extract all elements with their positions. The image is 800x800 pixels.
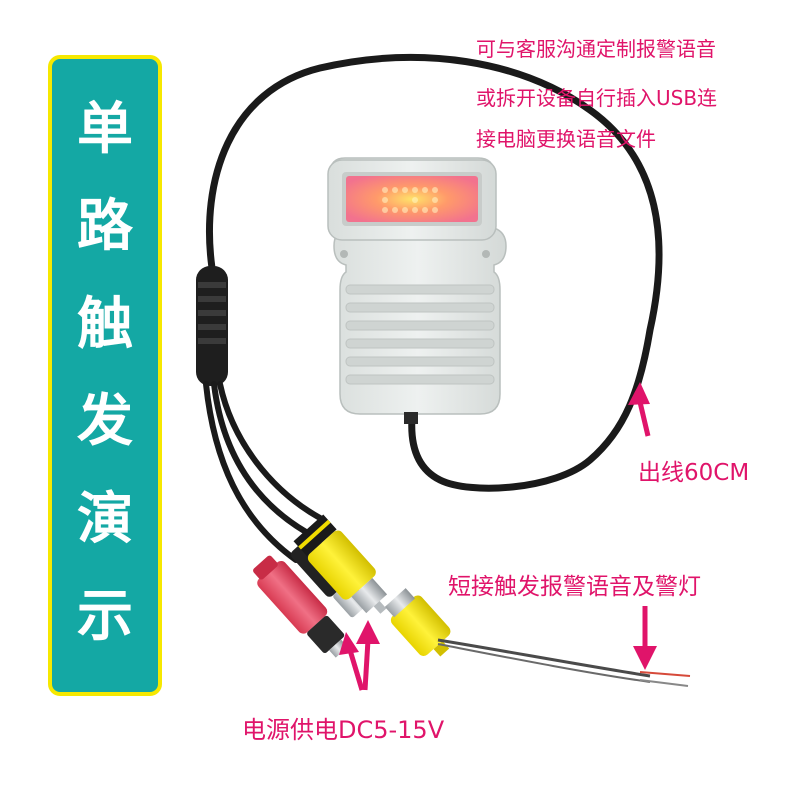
cable-length-label: 出线60CM (638, 460, 750, 486)
power-supply-label: 电源供电DC5-15V (242, 716, 445, 744)
annotation-arrows (339, 382, 657, 691)
alarm-device (327, 157, 507, 424)
main-cable (206, 54, 663, 492)
title-char-3: 触 (77, 291, 133, 357)
title-char-6: 示 (77, 584, 133, 650)
branch-cables (203, 381, 323, 563)
title-char-4: 发 (77, 389, 133, 455)
rca-connector-trigger (384, 588, 691, 687)
customization-note-line-1: 可与客服沟通定制报警语音 (476, 37, 716, 61)
title-banner: 单 路 触 发 演 示 (48, 55, 162, 696)
customization-note-line-2: 或拆开设备自行插入USB连 (476, 86, 718, 110)
customization-note-line-3: 接电脑更换语音文件 (476, 127, 656, 151)
led-display (346, 176, 478, 222)
rca-plug-yellow (293, 514, 388, 614)
title-char-5: 演 (77, 486, 133, 552)
title-char-2: 路 (77, 194, 133, 260)
trigger-label: 短接触发报警语音及警灯 (448, 574, 701, 600)
dc-power-plug (253, 555, 348, 658)
cable-splitter (196, 266, 228, 386)
title-char-1: 单 (77, 96, 133, 162)
